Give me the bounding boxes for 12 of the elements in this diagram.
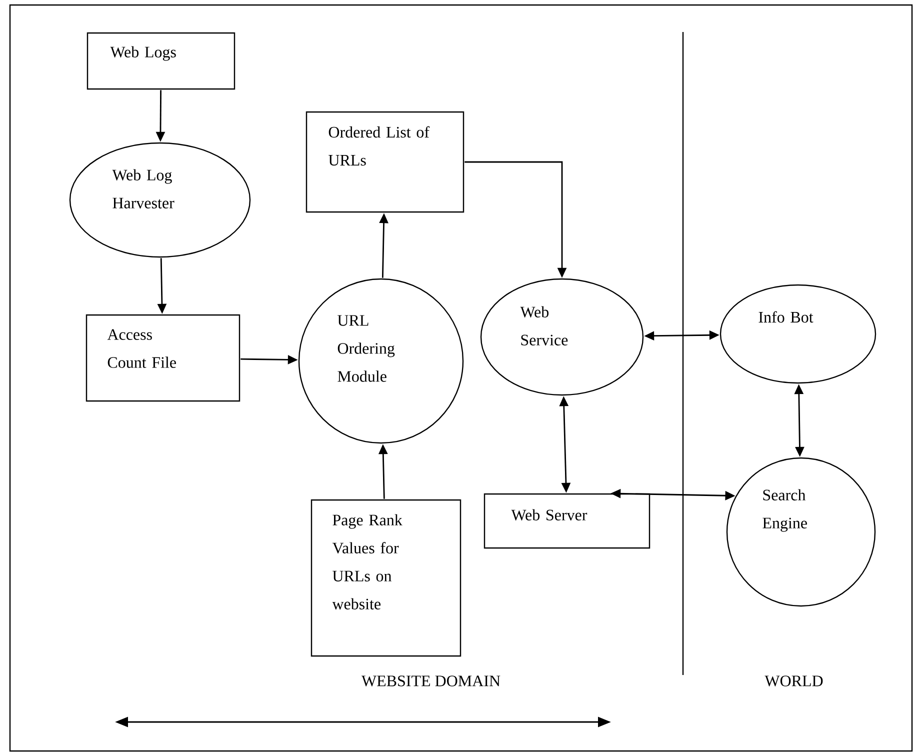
node-text: Ordered List of URLs	[328, 126, 430, 166]
node-text: Page Rank Values for URLs on website	[332, 514, 402, 610]
node-text: Web Logs	[110, 46, 176, 61]
node-text: Web Log Harvester	[112, 169, 174, 208]
node-text: Web Service	[520, 306, 568, 346]
node-text: Web Server	[511, 509, 588, 521]
node-text: Search Engine	[762, 489, 807, 532]
node-text: URL Ordering Module	[338, 315, 395, 382]
node-text: Info Bot	[758, 311, 814, 323]
node-text: Access Count File	[107, 329, 176, 368]
region-label: WEBSITE DOMAIN	[361, 676, 500, 686]
region-label: WORLD	[764, 676, 823, 686]
